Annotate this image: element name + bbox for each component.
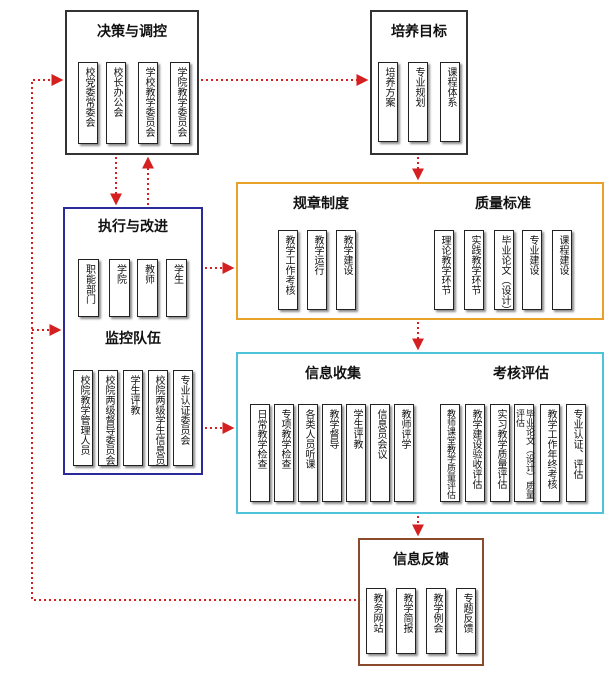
execution-item-teacher: 教师 xyxy=(137,259,158,317)
quality-title: 质量标准 xyxy=(475,196,531,212)
goals-title: 培养目标 xyxy=(391,24,447,40)
decision-item-label: 学院教学委员会 xyxy=(175,67,186,137)
collect-item-label: 教师评学 xyxy=(399,409,410,449)
assess-item-classroom-quality: 教师课堂教学质量评估 xyxy=(440,404,460,502)
assess-item-label: 实习教学质量评估 xyxy=(495,409,506,489)
collect-item-label: 各类人员听课 xyxy=(303,409,314,469)
assess-item-thesis-quality: 毕业论文（设计）质量评估 xyxy=(514,404,534,502)
assess-item-annual-assessment: 教学工作年终考核 xyxy=(540,404,560,502)
goals-item-curriculum-system: 课程体系 xyxy=(440,62,460,142)
feedback-title: 信息反馈 xyxy=(393,552,449,568)
execution-item-college: 学院 xyxy=(109,259,130,317)
assess-item-internship-quality: 实习教学质量评估 xyxy=(490,404,510,502)
rules-item-label: 教学建设 xyxy=(341,235,352,275)
monitor-item-label: 校院两级学生信息员 xyxy=(153,375,164,465)
monitor-item-label: 校院教学管理人员 xyxy=(78,375,89,455)
quality-item-label: 实践教学环节 xyxy=(469,235,480,295)
feedback-item-label: 教学简报 xyxy=(401,593,412,633)
collect-item-label: 日常教学检查 xyxy=(255,409,266,469)
collect-item-teaching-supervision: 教学督导 xyxy=(322,404,342,502)
feedback-item-label: 教学例会 xyxy=(431,593,442,633)
decision-item-university-teaching-committee: 学校教学委员会 xyxy=(138,62,158,144)
assess-item-label: 教学建设验收评估 xyxy=(470,409,481,489)
rules-item-teaching-assessment: 教学工作考核 xyxy=(278,230,298,310)
collect-item-student-evaluation: 学生评教 xyxy=(346,404,366,502)
feedback-item-teaching-bulletin: 教学简报 xyxy=(396,588,416,654)
assess-item-construction-acceptance: 教学建设验收评估 xyxy=(465,404,485,502)
decision-item-label: 校党委常委会 xyxy=(83,67,94,127)
collect-item-label: 学生评教 xyxy=(351,409,362,449)
quality-item-label: 毕业论文（设计） xyxy=(499,235,510,315)
assess-item-label: 教师课堂教学质量评估 xyxy=(445,409,455,499)
assessment-title: 考核评估 xyxy=(493,366,549,382)
rules-item-label: 教学运行 xyxy=(312,235,323,275)
assess-item-label: 毕业论文（设计）质量评估 xyxy=(514,409,534,499)
goals-item-label: 专业规划 xyxy=(413,67,424,107)
assess-item-label: 专业认证、评估 xyxy=(571,409,582,479)
goals-item-training-plan: 培养方案 xyxy=(378,62,398,142)
quality-item-label: 专业建设 xyxy=(527,235,538,275)
collect-item-class-observation: 各类人员听课 xyxy=(298,404,318,502)
decision-item-party-committee: 校党委常委会 xyxy=(78,62,98,144)
execution-item-student: 学生 xyxy=(166,259,187,317)
monitor-item-management-staff: 校院教学管理人员 xyxy=(73,370,93,466)
rules-item-teaching-operation: 教学运行 xyxy=(307,230,327,310)
execution-item-label: 学院 xyxy=(114,264,126,284)
monitor-item-student-evaluation: 学生评教 xyxy=(123,370,143,466)
quality-item-major-construction: 专业建设 xyxy=(522,230,542,310)
collect-item-teacher-evaluation: 教师评学 xyxy=(394,404,414,502)
quality-item-label: 理论教学环节 xyxy=(439,235,450,295)
decision-item-college-teaching-committee: 学院教学委员会 xyxy=(170,62,190,144)
monitor-title: 监控队伍 xyxy=(105,331,161,347)
execution-item-functional-departments: 职能部门 xyxy=(78,259,99,317)
quality-item-course-construction: 课程建设 xyxy=(552,230,572,310)
decision-item-label: 校长办公会 xyxy=(111,67,122,117)
decision-item-president-office: 校长办公会 xyxy=(106,62,126,144)
assess-item-major-certification: 专业认证、评估 xyxy=(566,404,586,502)
execution-item-label: 学生 xyxy=(171,264,183,284)
quality-item-practice-teaching: 实践教学环节 xyxy=(464,230,484,310)
decision-item-label: 学校教学委员会 xyxy=(143,67,154,137)
feedback-item-special-feedback: 专题反馈 xyxy=(456,588,476,654)
execution-item-label: 教师 xyxy=(142,264,154,284)
quality-item-thesis: 毕业论文（设计） xyxy=(494,230,514,315)
monitor-item-certification-committee: 专业认证委员会 xyxy=(173,370,193,466)
execution-title: 执行与改进 xyxy=(98,219,168,235)
goals-item-major-planning: 专业规划 xyxy=(408,62,428,142)
collect-item-daily-inspection: 日常教学检查 xyxy=(250,404,270,502)
goals-item-label: 培养方案 xyxy=(383,67,394,107)
feedback-item-label: 专题反馈 xyxy=(461,593,472,633)
info-collect-title: 信息收集 xyxy=(305,366,361,382)
collect-item-label: 教学督导 xyxy=(327,409,338,449)
collect-item-informant-meeting: 信息员会议 xyxy=(370,404,390,502)
monitor-item-student-informants: 校院两级学生信息员 xyxy=(148,370,168,466)
rules-item-teaching-construction: 教学建设 xyxy=(336,230,356,310)
quality-item-label: 课程建设 xyxy=(557,235,568,275)
quality-item-theory-teaching: 理论教学环节 xyxy=(434,230,454,310)
collect-item-label: 信息员会议 xyxy=(375,409,386,459)
monitor-item-label: 校院两级督导委员会 xyxy=(103,375,114,465)
execution-item-label: 职能部门 xyxy=(83,264,95,304)
rules-item-label: 教学工作考核 xyxy=(283,235,294,295)
decision-title: 决策与调控 xyxy=(97,24,167,40)
monitor-item-label: 学生评教 xyxy=(128,375,139,415)
collect-item-label: 专项教学检查 xyxy=(279,409,290,469)
flow-feedback-to-decision xyxy=(31,74,356,601)
feedback-item-teaching-meeting: 教学例会 xyxy=(426,588,446,654)
monitor-item-supervision-committee: 校院两级督导委员会 xyxy=(98,370,118,466)
goals-item-label: 课程体系 xyxy=(445,67,456,107)
collect-item-special-inspection: 专项教学检查 xyxy=(274,404,294,502)
feedback-item-academic-website: 教务网站 xyxy=(366,588,386,654)
feedback-item-label: 教务网站 xyxy=(371,593,382,633)
assess-item-label: 教学工作年终考核 xyxy=(545,409,556,489)
monitor-item-label: 专业认证委员会 xyxy=(178,375,189,445)
rules-title: 规章制度 xyxy=(293,196,349,212)
